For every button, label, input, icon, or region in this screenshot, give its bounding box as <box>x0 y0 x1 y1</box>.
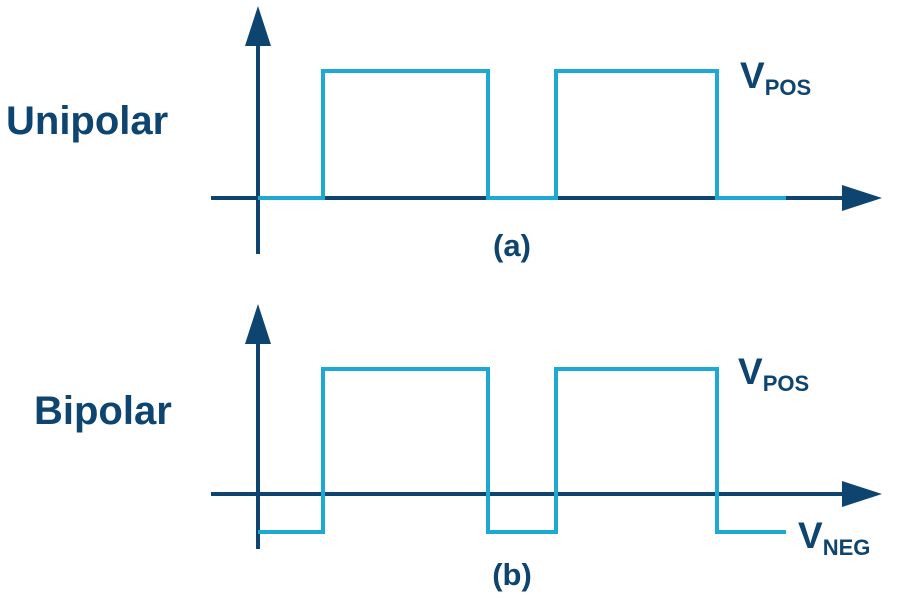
bipolar-vneg-main: V <box>798 515 823 556</box>
unipolar-caption: (a) <box>493 228 531 263</box>
bipolar-vpos-main: V <box>738 351 763 392</box>
unipolar-label: Unipolar <box>6 99 168 143</box>
bipolar-vneg-label: VNEG <box>798 515 870 560</box>
unipolar-vpos-main: V <box>740 55 765 96</box>
bipolar-vneg-sub: NEG <box>823 535 871 560</box>
unipolar-y-axis-arrow-icon <box>245 6 271 46</box>
bipolar-vpos-label: VPOS <box>738 351 809 396</box>
bipolar-vpos-sub: POS <box>763 371 809 396</box>
unipolar-vpos-sub: POS <box>765 75 811 100</box>
bipolar-caption: (b) <box>492 557 532 592</box>
unipolar-x-axis-arrow-icon <box>842 185 882 211</box>
bipolar-panel: Bipolar (b) VPOS VNEG <box>34 304 882 592</box>
bipolar-y-axis-arrow-icon <box>245 304 271 344</box>
unipolar-panel: Unipolar (a) VPOS <box>6 6 882 263</box>
unipolar-vpos-label: VPOS <box>740 55 811 100</box>
bipolar-label: Bipolar <box>34 389 172 433</box>
unipolar-waveform <box>258 69 786 200</box>
bipolar-x-axis-arrow-icon <box>842 481 882 507</box>
bipolar-waveform <box>258 367 786 534</box>
